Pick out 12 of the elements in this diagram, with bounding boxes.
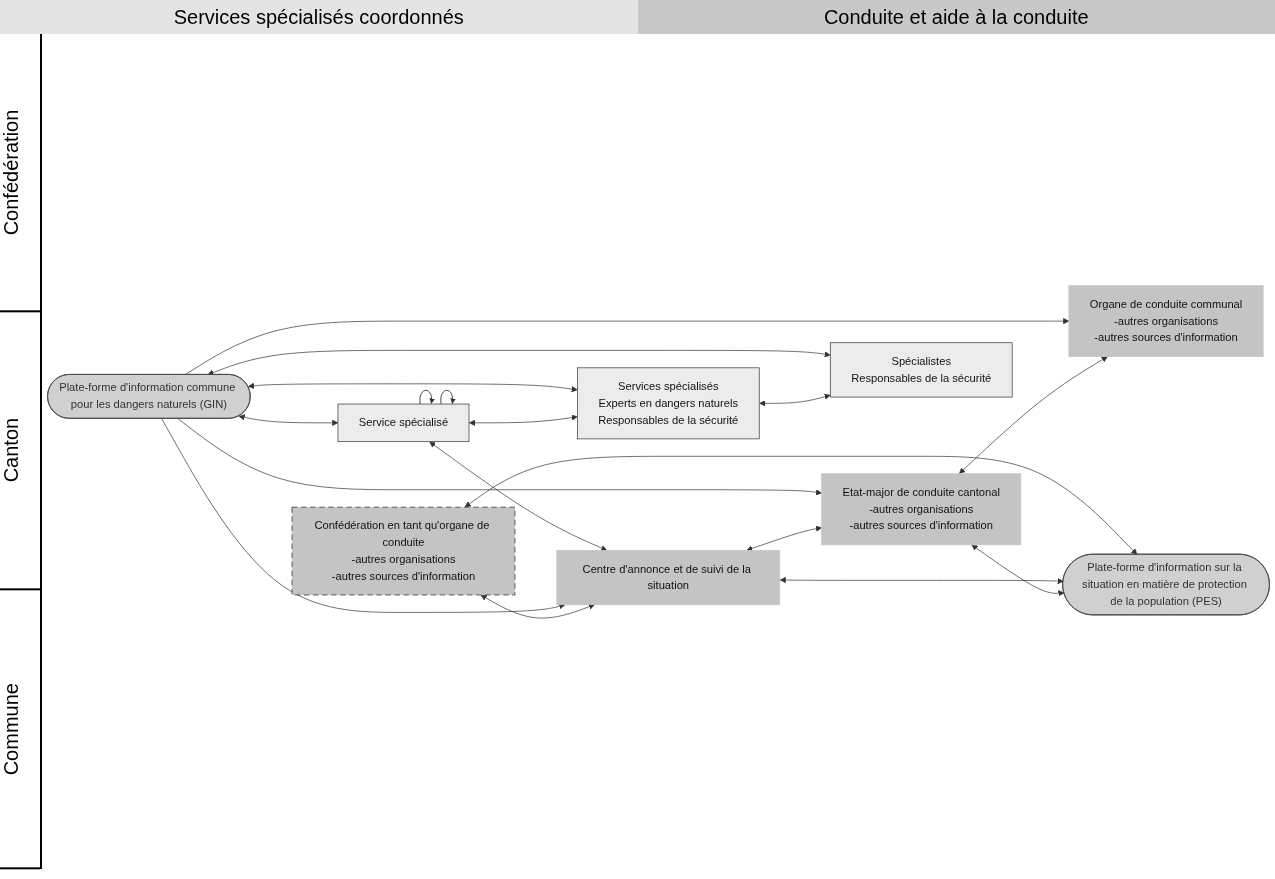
node-box: Centre d'annonce et de suivi de la situation: [556, 549, 781, 605]
row-header: Confédération: [0, 34, 40, 313]
node-box: Confédération en tant qu'organe de conduite -autres organisations -autres sources d'information: [291, 506, 516, 595]
row-header: Commune: [0, 590, 40, 869]
node-box: Service spécialisé: [337, 403, 470, 442]
node-box: Etat-major de conduite cantonal -autres organisations -autres sources d'information: [821, 473, 1022, 545]
node-box: Organe de conduite communal -autres organisations -autres sources d'information: [1068, 284, 1264, 357]
column-header: Conduite et aide à la conduite: [637, 0, 1275, 34]
column-header: Services spécialisés coordonnés: [0, 0, 638, 34]
node-box: Spécialistes Responsables de la sécurité: [829, 342, 1013, 398]
row-header: Canton: [0, 312, 40, 591]
node-box: Services spécialisés Experts en dangers naturels Responsables de la sécurité: [577, 367, 760, 439]
